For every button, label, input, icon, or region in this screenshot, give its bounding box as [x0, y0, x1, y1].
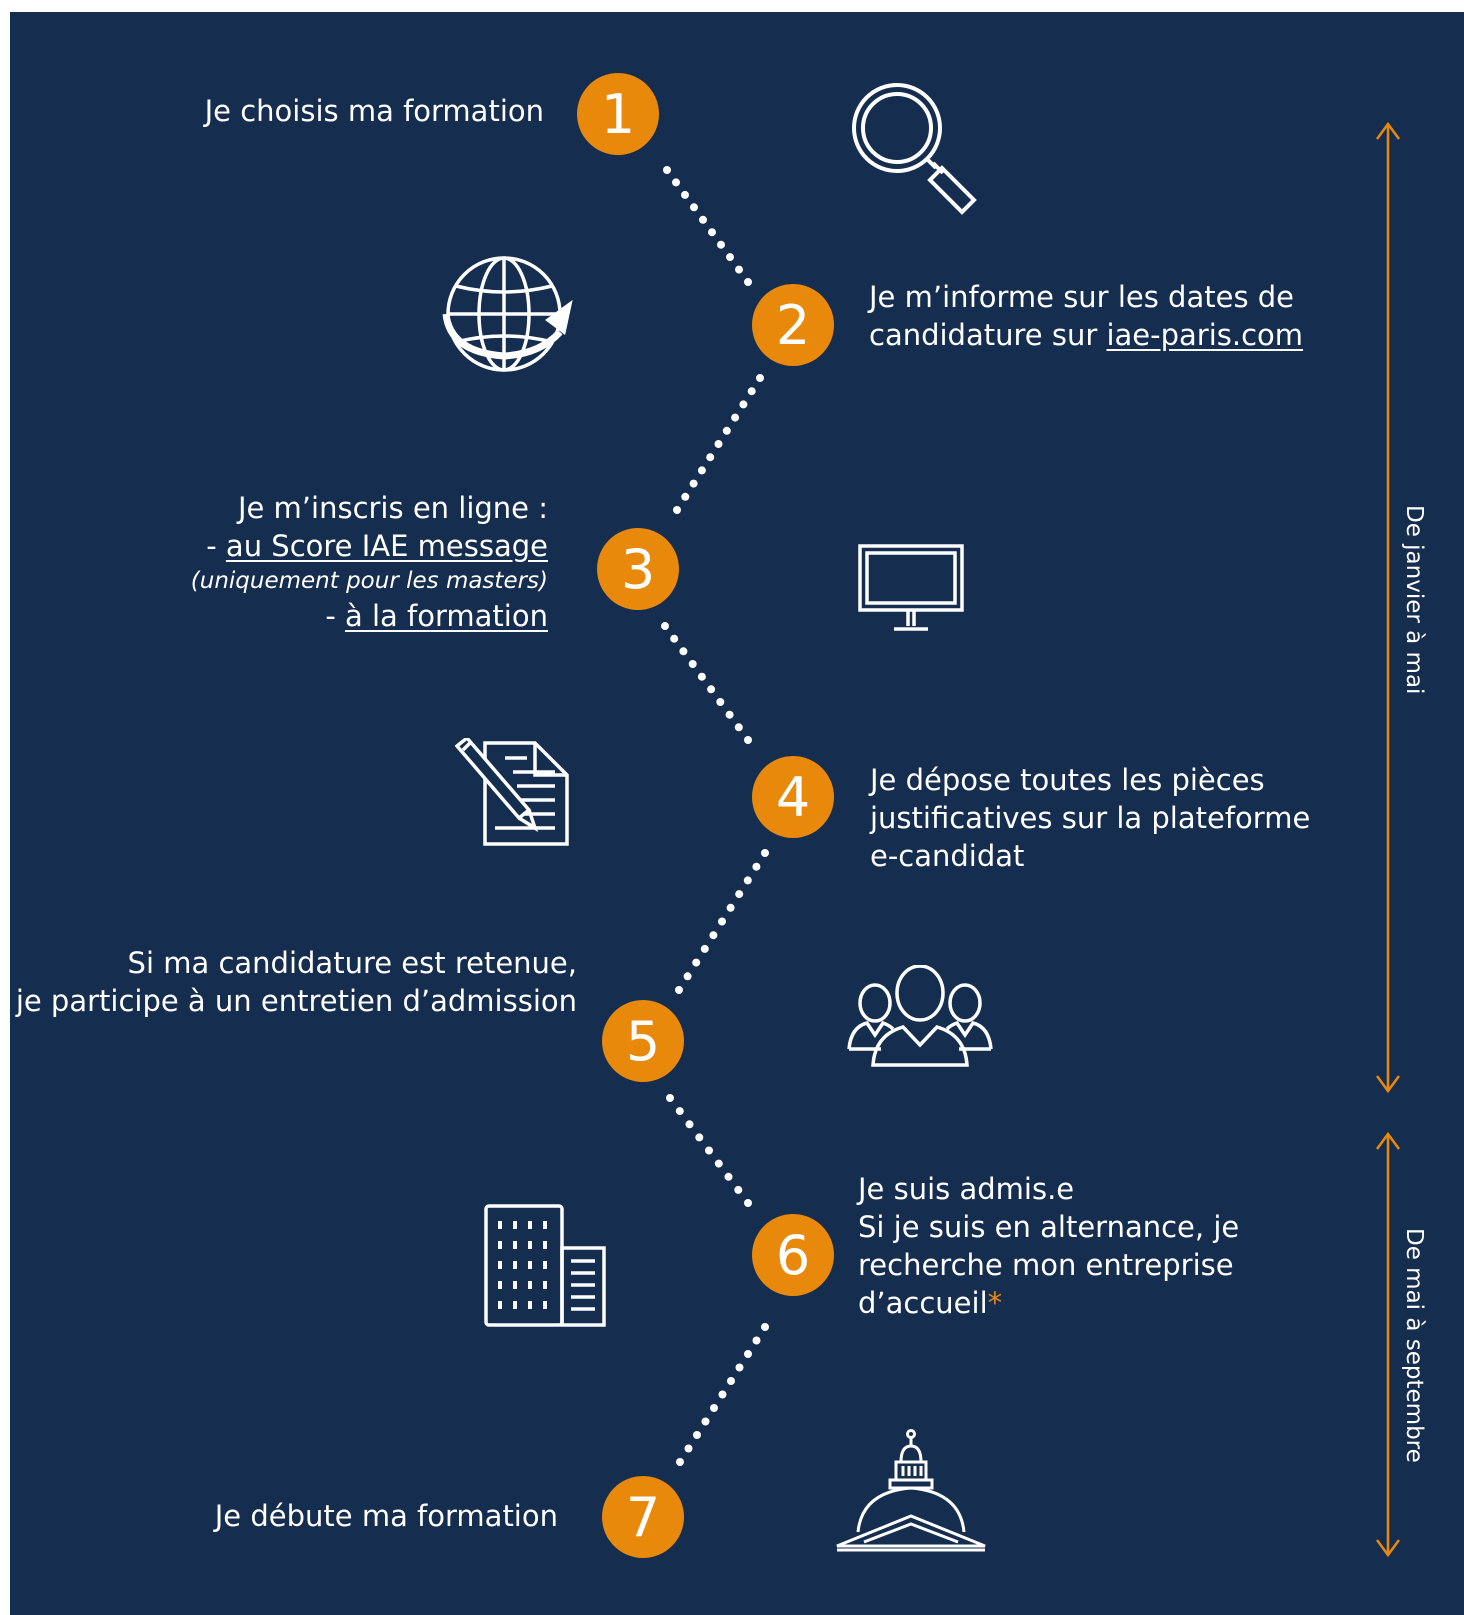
period-1-label: De janvier à mai: [1401, 505, 1427, 695]
step-6-line-2: Si je suis en alternance, je: [858, 1210, 1240, 1244]
step-4-text: Je dépose toutes les pièces justificativ…: [870, 761, 1310, 875]
asterisk-note: *: [987, 1286, 1003, 1320]
iae-paris-link[interactable]: iae-paris.com: [1106, 318, 1304, 352]
step-3-badge: 3: [597, 528, 679, 610]
step-7-badge: 7: [602, 1476, 684, 1558]
step-2-line-1: Je m’informe sur les dates de: [869, 280, 1295, 314]
step-3-line-2-prefix: -: [206, 529, 226, 563]
period-2-label: De mai à septembre: [1401, 1228, 1427, 1463]
step-6-line-1: Je suis admis.e: [858, 1172, 1075, 1206]
step-6-text: Je suis admis.e Si je suis en alternance…: [858, 1170, 1239, 1322]
step-4-line-1: Je dépose toutes les pièces: [870, 763, 1265, 797]
step-3-text: Je m’inscris en ligne : - au Score IAE m…: [191, 489, 548, 635]
step-4-line-2: justificatives sur la plateforme: [870, 801, 1311, 835]
step-5-badge: 5: [602, 1000, 684, 1082]
step-3-line-1: Je m’inscris en ligne :: [237, 491, 548, 525]
step-6-badge: 6: [752, 1214, 834, 1296]
step-3-line-2: - au Score IAE message: [191, 527, 548, 565]
step-3-line-4-prefix: -: [325, 599, 346, 633]
step-2-text: Je m’informe sur les dates de candidatur…: [869, 278, 1303, 354]
step-3-line-3: (uniquement pour les masters): [190, 568, 548, 594]
office-building-icon: [483, 1203, 608, 1328]
step-1-badge: 1: [577, 73, 659, 155]
globe-icon: [440, 254, 575, 379]
step-7-text: Je débute ma formation: [214, 1499, 558, 1533]
step-5-line-1: Si ma candidature est retenue,: [127, 946, 577, 980]
step-6-line-4: d’accueil*: [858, 1284, 1239, 1322]
infographic-panel: [10, 12, 1464, 1615]
step-3-line-4: - à la formation: [191, 597, 548, 635]
step-6-line-4-text: d’accueil: [858, 1286, 988, 1320]
step-5-text: Si ma candidature est retenue, je partic…: [16, 944, 577, 1020]
step-4-badge: 4: [752, 756, 834, 838]
step-2-badge: 2: [752, 284, 834, 366]
step-5-line-2: je participe à un entretien d’admission: [15, 984, 577, 1018]
step-4-line-3: e-candidat: [870, 839, 1025, 873]
step-6-line-3: recherche mon entreprise: [858, 1248, 1234, 1282]
people-group-icon: [845, 965, 995, 1070]
formation-link[interactable]: à la formation: [345, 599, 548, 633]
document-pen-icon: [455, 738, 570, 848]
step-1-text: Je choisis ma formation: [204, 94, 544, 128]
step-2-line-2-prefix: candidature sur: [869, 318, 1107, 352]
step-2-line-2: candidature sur iae-paris.com: [869, 316, 1303, 354]
monitor-icon: [856, 543, 966, 633]
dome-building-icon: [834, 1428, 989, 1553]
magnifier-icon: [850, 80, 990, 220]
score-iae-message-link[interactable]: au Score IAE message: [225, 529, 548, 563]
